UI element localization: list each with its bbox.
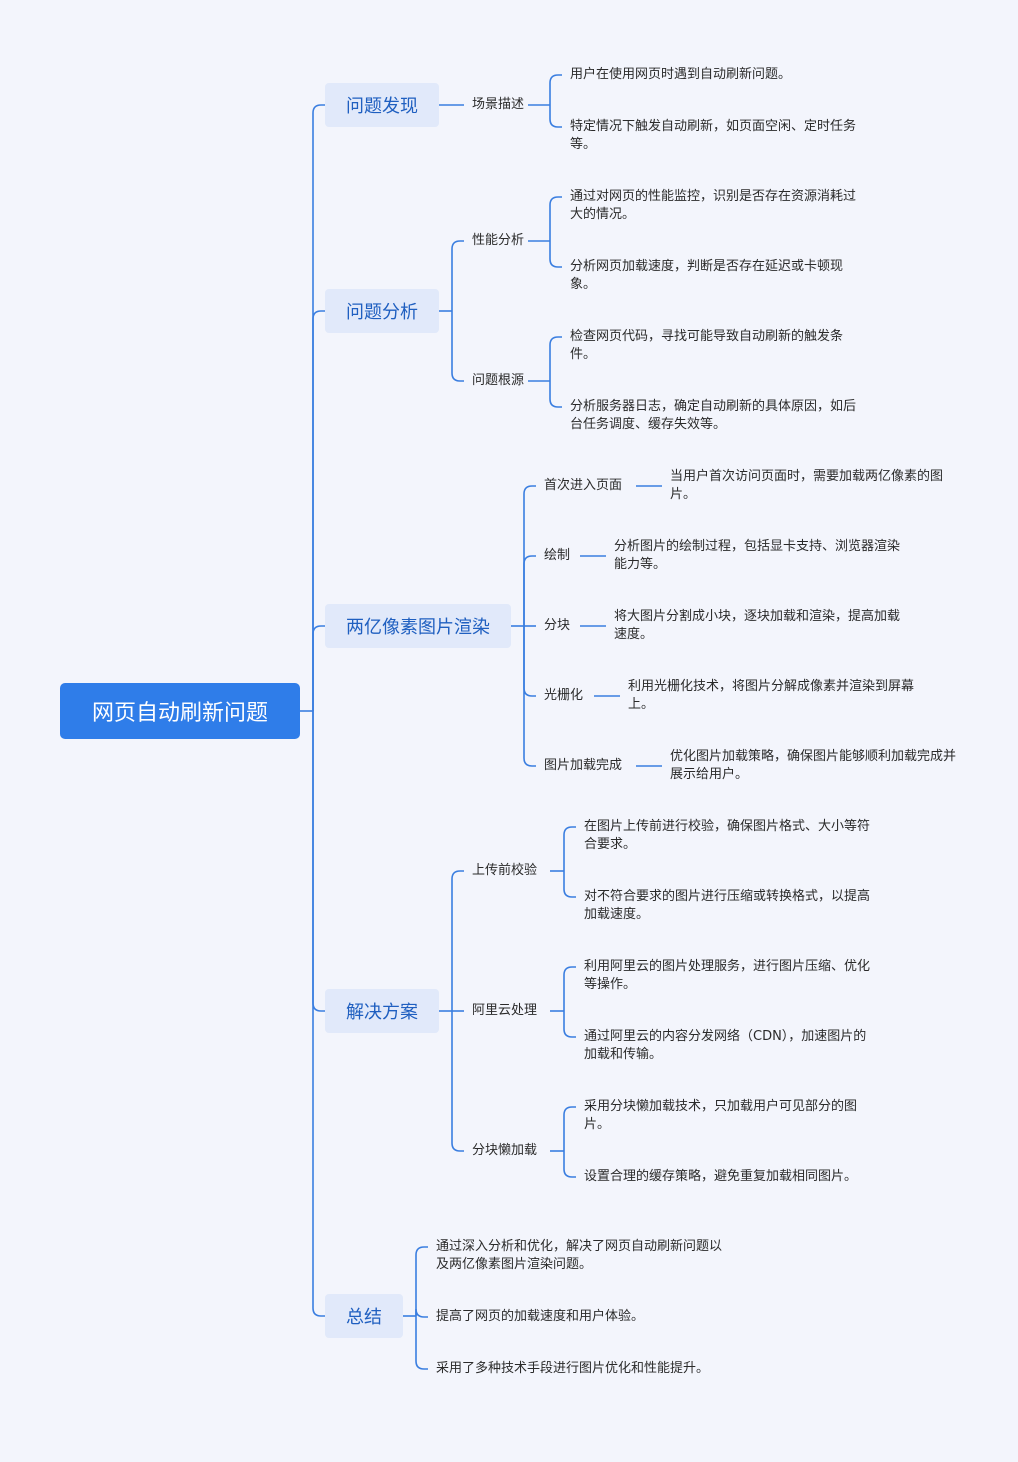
connector-line [549, 105, 562, 128]
connector-line [451, 240, 464, 311]
leaf-node: 优化图片加载策略，确保图片能够顺利加载完成并展示给用户。 [670, 749, 957, 782]
leaf-node: 设置合理的缓存策略，避免重复加载相同图片。 [584, 1169, 858, 1184]
sub-node[interactable]: 分块懒加载 [472, 1143, 538, 1158]
connector-line [415, 1246, 428, 1316]
connector-line [549, 241, 562, 268]
branch-node[interactable]: 解决方案 [325, 989, 439, 1033]
connector-line [563, 1151, 576, 1178]
leaf-node: 通过阿里云的内容分发网络（CDN），加速图片的加载和传输。 [584, 1029, 867, 1062]
connector-line [549, 336, 562, 381]
leaf-node: 检查网页代码，寻找可能导致自动刷新的触发条件。 [570, 329, 844, 362]
leaf-node: 在图片上传前进行校验，确保图片格式、大小等符合要求。 [584, 819, 871, 852]
connector-line [523, 555, 536, 626]
connector-line [523, 626, 536, 767]
sub-node[interactable]: 首次进入页面 [544, 478, 623, 493]
connector-line [563, 1011, 576, 1038]
connector-line [312, 711, 325, 1012]
leaf-node: 通过深入分析和优化，解决了网页自动刷新问题以及两亿像素图片渲染问题。 [436, 1239, 723, 1272]
leaf-node: 利用光栅化技术，将图片分解成像素并渲染到屏幕上。 [628, 679, 915, 712]
sub-node[interactable]: 绘制 [544, 548, 571, 563]
leaf-node: 采用分块懒加载技术，只加载用户可见部分的图片。 [584, 1099, 858, 1132]
leaf-node: 采用了多种技术手段进行图片优化和性能提升。 [436, 1361, 710, 1376]
sub-node[interactable]: 图片加载完成 [544, 758, 623, 773]
leaf-node: 对不符合要求的图片进行压缩或转换格式，以提高加载速度。 [584, 889, 871, 922]
connector-line [312, 625, 325, 711]
connector-line [549, 381, 562, 408]
leaf-node: 分析网页加载速度，判断是否存在延迟或卡顿现象。 [570, 259, 844, 292]
branch-node[interactable]: 问题分析 [325, 289, 439, 333]
leaf-node: 利用阿里云的图片处理服务，进行图片压缩、优化等操作。 [584, 959, 871, 992]
branch-node[interactable]: 两亿像素图片渲染 [325, 604, 511, 648]
connector-line [563, 966, 576, 1011]
sub-node[interactable]: 光栅化 [544, 688, 584, 703]
branch-node[interactable]: 问题发现 [325, 83, 439, 127]
sub-node[interactable]: 性能分析 [472, 233, 525, 248]
sub-node[interactable]: 问题根源 [472, 373, 525, 388]
connector-line [451, 870, 464, 1011]
leaf-node: 分析服务器日志，确定自动刷新的具体原因，如后台任务调度、缓存失效等。 [570, 399, 857, 432]
connector-line [523, 626, 536, 697]
connector-line [563, 871, 576, 898]
root-node[interactable]: 网页自动刷新问题 [60, 683, 300, 739]
leaf-node: 当用户首次访问页面时，需要加载两亿像素的图片。 [670, 469, 944, 502]
connector-line [415, 1316, 428, 1370]
connector-line [523, 485, 536, 626]
connector-line [312, 310, 325, 711]
sub-node[interactable]: 上传前校验 [472, 863, 538, 878]
connector-line [415, 1308, 428, 1318]
connector-line [451, 311, 464, 382]
leaf-node: 提高了网页的加载速度和用户体验。 [436, 1309, 645, 1324]
leaf-node: 将大图片分割成小块，逐块加载和渲染，提高加载速度。 [614, 609, 901, 642]
connector-line [563, 826, 576, 871]
sub-node[interactable]: 场景描述 [472, 97, 525, 112]
branch-node[interactable]: 总结 [325, 1294, 403, 1338]
connector-line [312, 711, 325, 1317]
connector-line [312, 104, 325, 711]
leaf-node: 用户在使用网页时遇到自动刷新问题。 [570, 67, 792, 82]
connector-line [451, 1011, 464, 1152]
connector-line [563, 1106, 576, 1151]
sub-node[interactable]: 阿里云处理 [472, 1003, 538, 1018]
connector-line [549, 74, 562, 105]
sub-node[interactable]: 分块 [544, 618, 571, 633]
leaf-node: 分析图片的绘制过程，包括显卡支持、浏览器渲染能力等。 [614, 539, 901, 572]
connector-line [549, 196, 562, 241]
leaf-node: 特定情况下触发自动刷新，如页面空闲、定时任务等。 [570, 119, 857, 152]
leaf-node: 通过对网页的性能监控，识别是否存在资源消耗过大的情况。 [570, 189, 857, 222]
